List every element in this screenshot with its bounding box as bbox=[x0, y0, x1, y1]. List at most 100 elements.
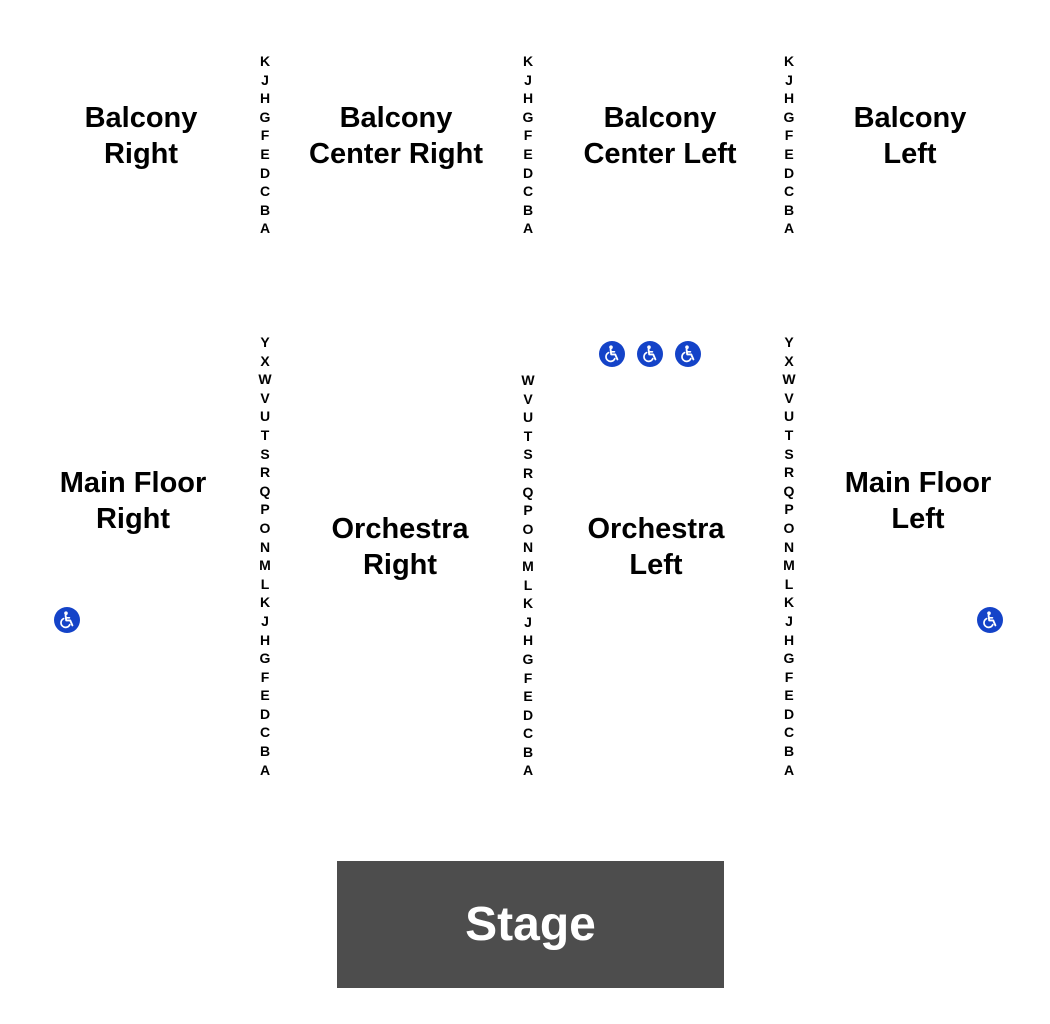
row-label: B bbox=[259, 201, 271, 218]
row-label: V bbox=[523, 390, 533, 407]
section-balcony-left[interactable]: Balcony Left bbox=[810, 100, 1010, 172]
row-label: K bbox=[259, 594, 271, 611]
row-label: T bbox=[523, 427, 533, 444]
section-name-line-2: Left bbox=[629, 549, 683, 581]
row-label: E bbox=[523, 688, 533, 705]
wheelchair-icon[interactable] bbox=[599, 341, 625, 367]
row-label: K bbox=[783, 594, 795, 611]
row-label: N bbox=[259, 538, 271, 555]
wheelchair-icon[interactable] bbox=[675, 341, 701, 367]
section-name-line-1: Balcony bbox=[84, 102, 198, 134]
row-label: J bbox=[261, 612, 269, 629]
section-name-line-1: Balcony bbox=[339, 102, 453, 134]
row-label: J bbox=[524, 613, 532, 630]
row-label: H bbox=[522, 90, 534, 107]
row-label: U bbox=[783, 408, 795, 425]
row-label: A bbox=[783, 761, 795, 778]
row-label: V bbox=[784, 389, 794, 406]
row-label: M bbox=[783, 557, 795, 574]
row-label: H bbox=[783, 90, 795, 107]
wheelchair-icon[interactable] bbox=[977, 607, 1003, 633]
row-label: R bbox=[522, 464, 534, 481]
row-label: H bbox=[259, 631, 271, 648]
row-label: S bbox=[260, 445, 270, 462]
section-main-floor-left[interactable]: Main Floor Left bbox=[818, 465, 1018, 537]
row-label: E bbox=[260, 687, 270, 704]
row-label: S bbox=[523, 446, 533, 463]
stage-label: Stage bbox=[465, 898, 596, 951]
section-name-line-2: Right bbox=[103, 138, 179, 170]
row-label: G bbox=[259, 108, 271, 125]
row-label: F bbox=[523, 669, 533, 686]
section-name-line-2: Left bbox=[883, 138, 937, 170]
section-orchestra-left[interactable]: Orchestra Left bbox=[556, 511, 756, 583]
section-name-line-2: Right bbox=[362, 549, 438, 581]
row-label: E bbox=[784, 145, 794, 162]
stage: Stage bbox=[337, 861, 724, 988]
row-label: E bbox=[784, 687, 794, 704]
row-label: Q bbox=[783, 482, 795, 499]
wheelchair-icon[interactable] bbox=[637, 341, 663, 367]
row-label: G bbox=[783, 650, 795, 667]
row-label: H bbox=[259, 90, 271, 107]
row-label: D bbox=[783, 705, 795, 722]
row-label: L bbox=[784, 575, 794, 592]
row-label: A bbox=[259, 761, 271, 778]
row-label: H bbox=[783, 631, 795, 648]
section-balcony-right[interactable]: Balcony Right bbox=[41, 100, 241, 172]
row-label: D bbox=[522, 706, 534, 723]
row-label: G bbox=[259, 650, 271, 667]
section-main-floor-right[interactable]: Main Floor Right bbox=[33, 465, 233, 537]
row-label: M bbox=[522, 557, 534, 574]
row-label: F bbox=[784, 668, 794, 685]
row-label: K bbox=[259, 53, 271, 69]
row-label: N bbox=[522, 539, 534, 556]
row-label: V bbox=[260, 389, 270, 406]
row-label: F bbox=[523, 127, 533, 144]
row-label: C bbox=[259, 183, 271, 200]
row-label: C bbox=[783, 724, 795, 741]
row-label: P bbox=[523, 502, 533, 519]
section-name-line-2: Center Right bbox=[309, 138, 483, 170]
row-label: G bbox=[783, 108, 795, 125]
row-label: A bbox=[783, 220, 795, 237]
row-label: E bbox=[523, 145, 533, 162]
row-label: D bbox=[259, 164, 271, 181]
row-label: A bbox=[259, 220, 271, 237]
row-label: R bbox=[259, 464, 271, 481]
row-label: P bbox=[260, 501, 270, 518]
row-label: U bbox=[259, 408, 271, 425]
row-label: F bbox=[260, 127, 270, 144]
row-label: F bbox=[784, 127, 794, 144]
section-name-line-1: Main Floor bbox=[59, 467, 207, 499]
row-label: C bbox=[259, 724, 271, 741]
row-label: N bbox=[783, 538, 795, 555]
section-name-line-2: Center Left bbox=[583, 138, 737, 170]
section-balcony-center-left[interactable]: Balcony Center Left bbox=[560, 100, 760, 172]
row-label: J bbox=[261, 71, 269, 88]
row-label: Y bbox=[260, 334, 270, 350]
section-name-line-1: Balcony bbox=[853, 102, 967, 134]
row-label: F bbox=[260, 668, 270, 685]
row-label: D bbox=[522, 164, 534, 181]
row-label: B bbox=[522, 201, 534, 218]
section-name-line-2: Left bbox=[891, 503, 945, 535]
row-label: Q bbox=[259, 482, 271, 499]
row-label: C bbox=[522, 183, 534, 200]
row-label: E bbox=[260, 145, 270, 162]
row-label: C bbox=[522, 725, 534, 742]
row-label: A bbox=[522, 220, 534, 237]
section-balcony-center-right[interactable]: Balcony Center Right bbox=[296, 100, 496, 172]
row-label: W bbox=[258, 371, 272, 388]
section-orchestra-right[interactable]: Orchestra Right bbox=[300, 511, 500, 583]
row-label: R bbox=[783, 464, 795, 481]
row-label: T bbox=[784, 426, 794, 443]
row-label: K bbox=[783, 53, 795, 69]
wheelchair-icon[interactable] bbox=[54, 607, 80, 633]
row-label: K bbox=[522, 53, 534, 69]
